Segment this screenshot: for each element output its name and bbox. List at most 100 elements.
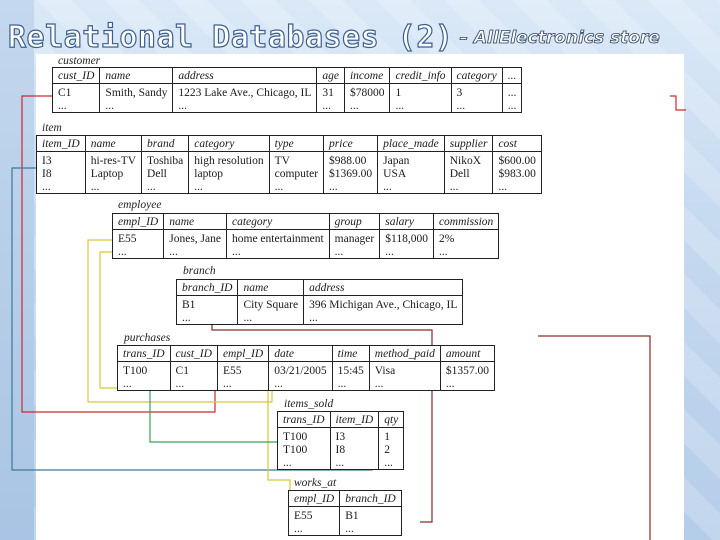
table-cell: ...: [169, 377, 218, 391]
table-name-employee: employee: [118, 199, 162, 211]
table-row: T100 C1 E55 03/21/2005 15:45 Visa $1357.…: [118, 361, 495, 377]
table-cell: ...: [368, 377, 441, 391]
table-cell: ...: [216, 377, 269, 391]
column-header: ...: [501, 67, 522, 84]
column-header: age: [316, 67, 345, 84]
column-header: name: [237, 279, 304, 296]
table-cell: E55: [118, 233, 137, 245]
table-cell: USA: [377, 167, 445, 180]
column-header: credit_info: [389, 67, 452, 84]
table-row: ... ... ... ... ... ... ... ...: [53, 99, 522, 113]
table-cell: I8: [329, 443, 379, 456]
column-header: empl_ID: [216, 345, 269, 362]
table-cell: E55: [216, 361, 269, 377]
table-cell: 396 Michigan Ave., Chicago, IL: [303, 295, 463, 311]
table-cell: NikoX: [443, 151, 493, 167]
table-cell: ...: [182, 312, 191, 324]
table-name-items-sold: items_sold: [284, 398, 334, 410]
table-cell: hi-res-TV: [84, 151, 142, 167]
column-header: price: [323, 135, 378, 152]
table-cell: I3: [329, 427, 379, 443]
table-cell: $1357.00: [439, 361, 495, 377]
table-cell: ...: [389, 99, 452, 113]
column-header: amount: [439, 345, 495, 362]
table-cell: B1: [339, 506, 402, 522]
table-cell: Laptop: [84, 167, 142, 180]
table-row: ... ... ... ... ... ... ... ... ...: [37, 180, 542, 194]
table-cell: ...: [331, 377, 370, 391]
table-cell: ...: [450, 99, 503, 113]
table-row: ... ...: [289, 522, 402, 536]
table-cell: Smith, Sandy: [99, 83, 173, 99]
link-branch-right: [538, 335, 651, 540]
table-cell: Visa: [368, 361, 441, 377]
table-cell: ...: [118, 246, 127, 258]
table-cell: ...: [268, 180, 324, 194]
column-header: group: [328, 213, 380, 230]
table-cell: ...: [443, 180, 493, 194]
table-cell: ...: [99, 99, 173, 113]
table-cell: 2: [378, 443, 404, 456]
table-name-item: item: [42, 122, 62, 134]
column-header: category: [226, 213, 330, 230]
table-cell: City Square: [237, 295, 304, 311]
table-cell: 03/21/2005: [268, 361, 333, 377]
table-cell: $600.00: [492, 151, 542, 167]
table-cell: ...: [188, 180, 270, 194]
table-cell: ...: [501, 83, 522, 99]
table-cell: $983.00: [492, 167, 542, 180]
table-cell: Dell: [141, 167, 189, 180]
table-employee: empl_ID name category group salary commi…: [112, 213, 500, 259]
table-cell: ...: [379, 245, 434, 259]
column-header: category: [188, 135, 270, 152]
table-row: T100 I8 2: [278, 443, 404, 456]
table-cell: B1: [182, 299, 196, 311]
table-cell: high resolution: [188, 151, 270, 167]
column-header: time: [331, 345, 370, 362]
table-row: ... ... ... ... ... ... ...: [118, 377, 495, 391]
column-header: income: [343, 67, 390, 84]
left-decoration-band: [0, 0, 34, 540]
table-works-at: empl_ID branch_ID E55 B1 ... ...: [288, 490, 402, 536]
table-row: I8 Laptop Dell laptop computer $1369.00 …: [37, 167, 542, 180]
table-items-sold: trans_ID item_ID qty T100 I3 1 T100 I8 2…: [277, 411, 405, 470]
column-header: cust_ID: [52, 67, 100, 84]
header-row: trans_ID item_ID qty: [277, 411, 404, 428]
table-cell: ...: [501, 99, 522, 113]
column-header: method_paid: [368, 345, 441, 362]
table-cell: 31: [316, 83, 345, 99]
table-cell: ...: [163, 245, 227, 259]
slide-title: Relational Databases (2)– AllElectronics…: [7, 19, 660, 56]
column-header: commission: [432, 213, 499, 230]
header-row: cust_ID name address age income credit_i…: [52, 67, 522, 84]
table-row: ... ... ...: [177, 311, 463, 325]
table-cell: ...: [303, 311, 463, 325]
column-header: address: [303, 279, 463, 296]
column-header: cost: [492, 135, 542, 152]
column-header: salary: [379, 213, 434, 230]
table-cell: Toshiba: [141, 151, 189, 167]
link-customer-right: [670, 95, 686, 111]
column-header: branch_ID: [176, 279, 238, 296]
table-cell: Dell: [443, 167, 493, 180]
table-name-customer: customer: [58, 55, 101, 67]
table-row: E55 B1: [289, 506, 402, 522]
header-row: branch_ID name address: [176, 279, 463, 296]
table-row: I3 hi-res-TV Toshiba high resolution TV …: [37, 151, 542, 167]
table-cell: ...: [323, 180, 378, 194]
table-cell: 1: [389, 83, 452, 99]
table-cell: $78000: [343, 83, 390, 99]
table-cell: T100: [283, 431, 308, 443]
table-cell: T100: [123, 365, 148, 377]
column-header: empl_ID: [112, 213, 164, 230]
table-cell: ...: [172, 99, 317, 113]
table-name-branch: branch: [183, 265, 216, 277]
table-cell: ...: [268, 377, 333, 391]
table-cell: C1: [169, 361, 218, 377]
table-branch: branch_ID name address B1 City Square 39…: [176, 279, 464, 325]
table-cell: ...: [432, 245, 499, 259]
table-cell: ...: [42, 181, 51, 193]
table-cell: Japan: [377, 151, 445, 167]
table-cell: laptop: [188, 167, 270, 180]
column-header: name: [84, 135, 142, 152]
